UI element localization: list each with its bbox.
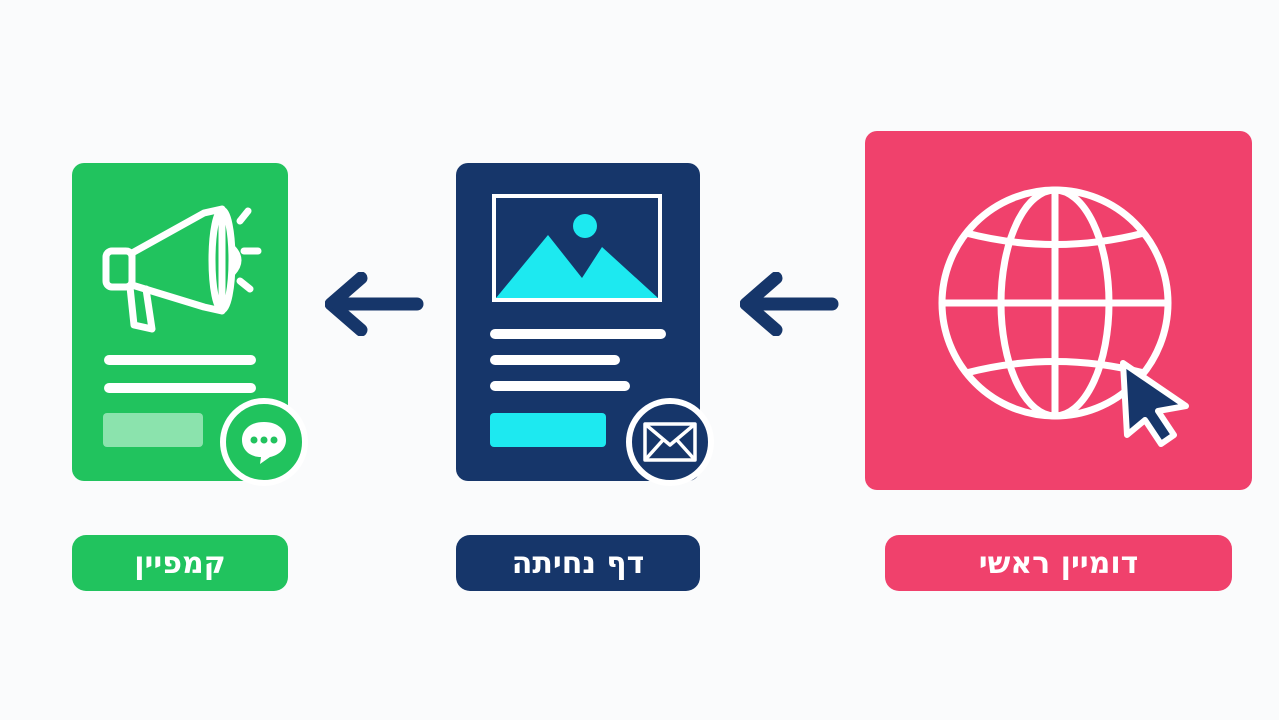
main-domain-label: דומיין ראשי [885,535,1232,591]
campaign-label: קמפיין [72,535,288,591]
chat-bubble-icon [242,422,286,464]
image-icon [492,194,662,302]
globe-icon [938,186,1172,420]
arrow-left-icon [740,272,839,336]
megaphone-icon [102,205,262,333]
cursor-icon [1120,360,1189,447]
chat-badge [220,398,308,486]
envelope-icon [643,422,697,462]
landing-page-card [456,163,714,486]
landing-page-label: דף נחיתה [456,535,700,591]
main-domain-card [865,131,1252,490]
arrow-left-icon [325,272,424,336]
email-badge [626,398,714,486]
campaign-card [72,163,308,486]
